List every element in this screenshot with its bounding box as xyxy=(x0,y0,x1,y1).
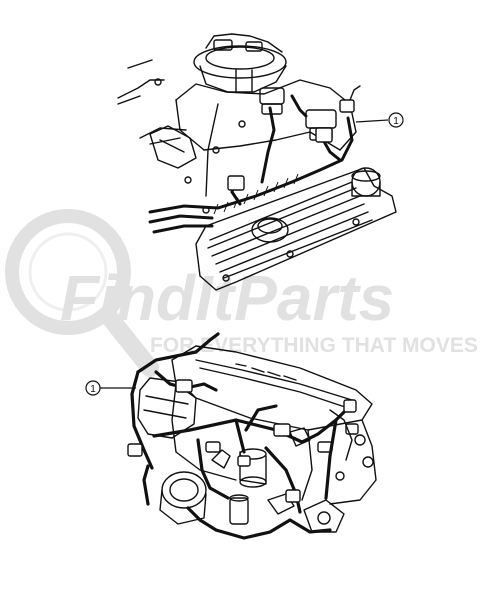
callout-top-circle xyxy=(388,112,404,128)
callout-top-label: 1 xyxy=(393,116,399,127)
magnifier-logo-icon xyxy=(5,209,159,377)
watermark-tagline: FOR EVERYTHING THAT MOVES xyxy=(150,334,478,357)
top-harness-loom xyxy=(213,173,299,215)
callout-top: 1 xyxy=(355,112,404,128)
watermark-brand: FindItParts xyxy=(60,262,394,334)
bottom-engine-illustration xyxy=(137,345,377,533)
callout-bottom-circle xyxy=(85,380,101,396)
bottom-connector-icons xyxy=(127,379,357,503)
callout-bottom: 1 xyxy=(85,380,136,396)
bottom-wiring-harness xyxy=(130,332,352,540)
top-connector-icons xyxy=(227,99,355,191)
top-engine-illustration xyxy=(117,33,397,291)
callout-bottom-label: 1 xyxy=(90,384,96,395)
watermark: FindItParts FOR EVERYTHING THAT MOVES xyxy=(5,209,478,377)
